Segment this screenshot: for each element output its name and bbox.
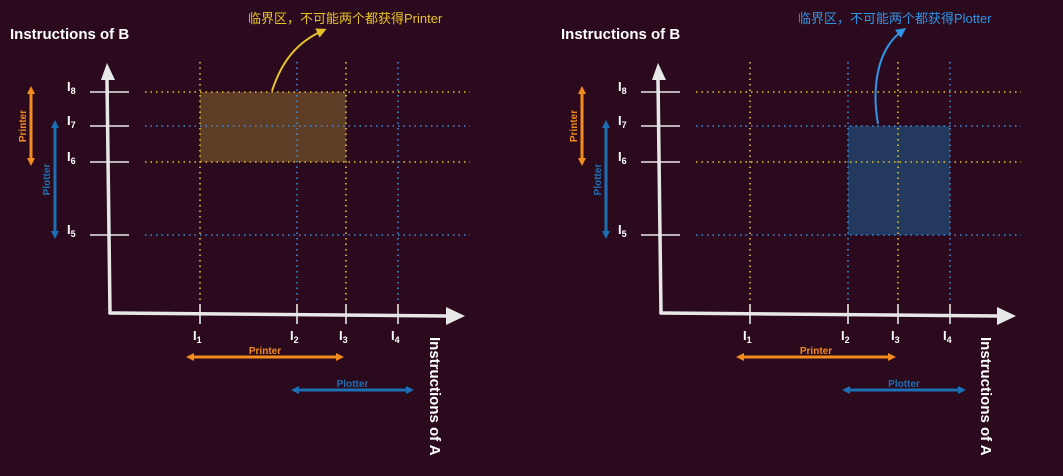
y-tick-label: I6 (67, 149, 76, 166)
y-tick-label: I7 (618, 113, 627, 130)
critical-region-annotation: 临界区，不可能两个都获得Plotter (798, 11, 992, 26)
x-tick-label: I3 (339, 328, 348, 345)
printer-x-span-label: Printer (249, 346, 281, 357)
x-axis-arrowhead (446, 307, 465, 325)
x-axis-title: Instructions of A (977, 337, 994, 456)
y-tick-label: I5 (618, 222, 627, 239)
annotation-pointer-arrow (874, 28, 907, 125)
annotation-pointer-arrow (271, 28, 327, 92)
y-axis (656, 78, 663, 315)
x-tick-label: I3 (891, 328, 900, 345)
printer-x-span-label: Printer (800, 346, 832, 357)
y-tick-label: I7 (67, 113, 76, 130)
critical-region (848, 126, 950, 235)
y-tick-label: I8 (67, 79, 76, 96)
x-axis (659, 311, 1001, 318)
y-axis-title: Instructions of B (10, 26, 129, 43)
printer-y-span-label: Printer (18, 110, 29, 142)
plotter-y-span-label: Plotter (593, 164, 604, 196)
critical-region-annotation: 临界区，不可能两个都获得Printer (248, 11, 443, 26)
x-tick-label: I4 (943, 328, 952, 345)
x-tick-label: I1 (743, 328, 752, 345)
y-axis-arrowhead (101, 63, 115, 80)
critical-region (200, 92, 346, 162)
x-tick-label: I4 (391, 328, 400, 345)
x-axis-arrowhead (997, 307, 1016, 325)
y-tick-label: I5 (67, 222, 76, 239)
y-axis-arrowhead (652, 63, 666, 80)
plotter-x-span-label: Plotter (337, 379, 369, 390)
x-axis (108, 311, 450, 318)
y-axis-title: Instructions of B (561, 26, 680, 43)
plotter-y-span-label: Plotter (42, 164, 53, 196)
y-tick-label: I6 (618, 149, 627, 166)
printer-y-span-label: Printer (569, 110, 580, 142)
plotter-x-span-label: Plotter (888, 379, 920, 390)
x-axis-title: Instructions of A (426, 337, 443, 456)
x-tick-label: I2 (841, 328, 850, 345)
x-tick-label: I2 (290, 328, 299, 345)
y-tick-label: I8 (618, 79, 627, 96)
y-axis (105, 78, 112, 315)
x-tick-label: I1 (193, 328, 202, 345)
